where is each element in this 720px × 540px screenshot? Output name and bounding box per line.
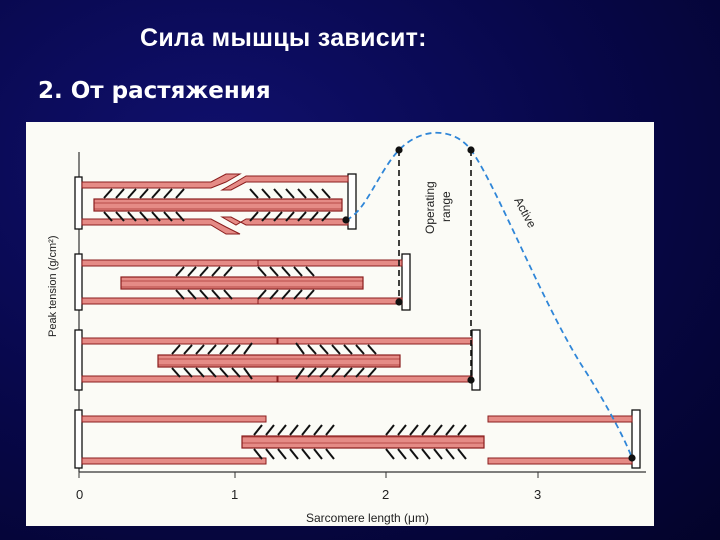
slide-subtitle: 2. От растяжения xyxy=(38,78,271,104)
sarcomere-row-3 xyxy=(74,329,481,391)
thin-filament xyxy=(81,218,241,235)
z-disc xyxy=(74,329,83,391)
z-disc xyxy=(401,253,411,311)
operating-range-label-2: range xyxy=(439,191,453,222)
thin-filament xyxy=(81,173,242,189)
thin-filament xyxy=(220,216,349,226)
x-axis-label: Sarcomere length (μm) xyxy=(306,511,429,525)
y-axis-label: Peak tension (g/cm²) xyxy=(47,236,59,337)
thin-filament xyxy=(487,457,633,465)
myosin-heads xyxy=(253,424,467,460)
thick-filament xyxy=(120,276,364,290)
curve-point xyxy=(467,376,475,384)
curve-point xyxy=(467,146,475,154)
z-disc xyxy=(74,253,83,311)
myosin-heads xyxy=(175,266,315,300)
z-disc xyxy=(471,329,481,391)
slide-title: Сила мышцы зависит: xyxy=(140,24,427,52)
thin-filament xyxy=(81,415,267,423)
thin-filament xyxy=(277,375,473,383)
z-disc xyxy=(74,176,83,230)
thin-filament xyxy=(257,297,403,305)
myosin-heads xyxy=(171,342,377,380)
thick-filament xyxy=(241,435,485,449)
axes: 0 1 2 3 Sarcomere length (μm) Peak tensi… xyxy=(47,152,646,525)
thick-filament xyxy=(93,198,343,212)
thick-filament xyxy=(157,354,401,368)
sarcomere-row-4 xyxy=(74,409,641,469)
active-tension-curve xyxy=(345,131,633,459)
myosin-heads xyxy=(103,188,331,222)
thin-filament xyxy=(257,259,403,267)
z-disc xyxy=(347,173,357,230)
sarcomere-row-2 xyxy=(74,253,411,311)
active-curve-label: Active xyxy=(511,195,539,231)
sarcomere-row-1 xyxy=(74,173,357,235)
sarcomere-tension-figure: 0 1 2 3 Sarcomere length (μm) Peak tensi… xyxy=(26,122,654,526)
x-tick-label-2: 2 xyxy=(382,487,389,502)
thin-filament xyxy=(220,175,349,191)
operating-range-label: Operating xyxy=(423,181,437,234)
curve-point xyxy=(628,454,636,462)
thin-filament xyxy=(487,415,633,423)
z-disc xyxy=(631,409,641,469)
curve-point xyxy=(342,216,350,224)
x-tick-label-0: 0 xyxy=(76,487,83,502)
thin-filament xyxy=(81,297,273,305)
curve-point xyxy=(395,146,403,154)
thin-filament xyxy=(81,337,278,345)
curve-point xyxy=(395,298,403,306)
thin-filament xyxy=(81,259,273,267)
thin-filament xyxy=(277,337,473,345)
z-disc xyxy=(74,409,83,469)
thin-filament xyxy=(81,457,267,465)
x-tick-label-1: 1 xyxy=(231,487,238,502)
x-tick-label-3: 3 xyxy=(534,487,541,502)
